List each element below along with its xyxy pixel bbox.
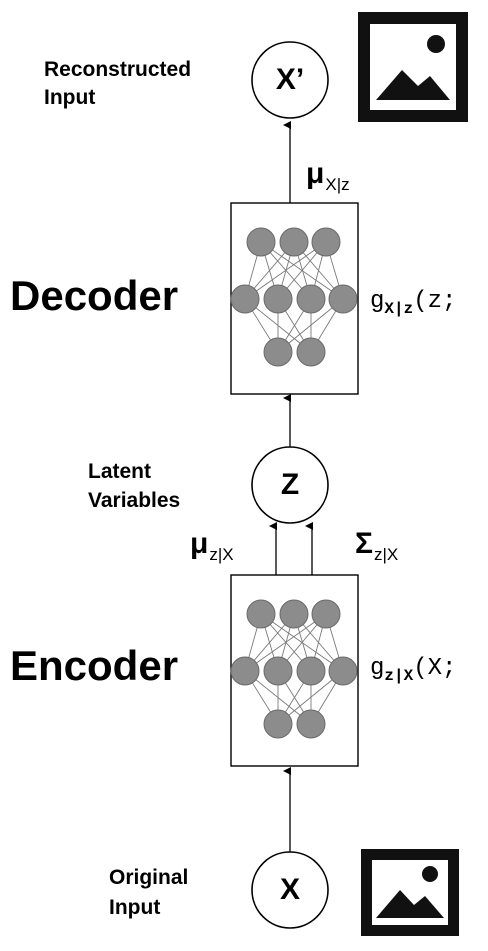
neuron	[296, 656, 326, 686]
function-subscript: z|X	[384, 667, 414, 685]
neuron	[230, 284, 260, 314]
neuron	[246, 599, 276, 629]
decoder-network	[230, 227, 358, 367]
mu-symbol: μ	[306, 157, 325, 190]
neuron	[296, 284, 326, 314]
neuron	[296, 337, 326, 367]
decoder-title: Decoder	[10, 272, 179, 319]
original-label-line1: Original	[109, 866, 189, 889]
function-args: (z;	[413, 288, 457, 315]
encoder-function: gz|X(X;	[370, 655, 456, 690]
neuron	[246, 227, 276, 257]
network-edge	[244, 241, 327, 300]
function-name: g	[370, 655, 385, 682]
neuron	[263, 284, 293, 314]
latent-label-line2: Variables	[88, 489, 181, 512]
reconstructed-node-label: X’	[275, 63, 305, 96]
function-args: (X;	[413, 655, 457, 682]
neuron	[263, 709, 293, 739]
decoder-function: gX|z(z;	[370, 288, 456, 323]
original-label-line2: Input	[109, 896, 161, 919]
encoder-mu: μz|X	[190, 528, 234, 571]
reconstructed-label-line2: Input	[44, 86, 96, 109]
sigma-symbol: Σ	[355, 527, 374, 560]
neuron	[296, 709, 326, 739]
reconstructed-node	[251, 41, 329, 119]
reconstructed-label-line1: Reconstructed	[44, 58, 192, 81]
neuron	[328, 284, 358, 314]
image-icon	[361, 849, 459, 936]
encoder-network	[230, 599, 358, 739]
neuron	[328, 656, 358, 686]
neuron	[279, 599, 309, 629]
neuron	[279, 227, 309, 257]
neuron	[311, 227, 341, 257]
input-node-label: X	[279, 873, 300, 906]
decoder-output-mu: μX|z	[306, 158, 350, 201]
mu-subscript: z|X	[209, 545, 234, 564]
latent-label-line1: Latent	[88, 460, 151, 483]
neuron	[263, 337, 293, 367]
function-name: g	[370, 288, 385, 315]
network-edge	[244, 613, 327, 672]
neuron	[263, 656, 293, 686]
sigma-subscript: z|X	[374, 545, 399, 564]
neuron	[230, 656, 260, 686]
latent-node-label: Z	[280, 468, 300, 501]
function-subscript: X|z	[384, 300, 414, 318]
neuron	[311, 599, 341, 629]
encoder-title: Encoder	[10, 642, 179, 689]
encoder-sigma: Σz|X	[355, 528, 398, 571]
mu-symbol: μ	[190, 527, 209, 560]
mu-subscript: X|z	[325, 175, 350, 194]
image-icon	[358, 12, 468, 122]
